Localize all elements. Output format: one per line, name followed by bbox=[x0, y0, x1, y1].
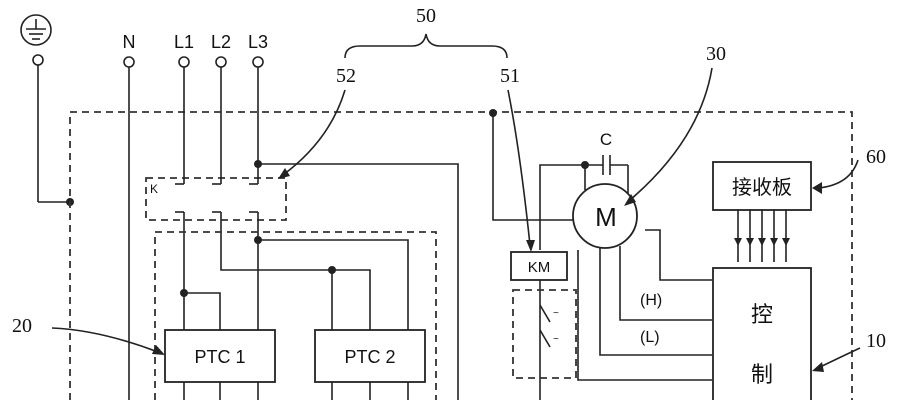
terminal-label-l1: L1 bbox=[174, 32, 194, 52]
speed-high-label: (H) bbox=[640, 292, 662, 309]
contactor-k-box bbox=[145, 177, 287, 221]
ground-icon bbox=[20, 14, 52, 46]
svg-text:~: ~ bbox=[553, 334, 559, 345]
ground-terminal bbox=[32, 54, 44, 66]
terminal-label-l2: L2 bbox=[211, 32, 231, 52]
motor-label: M bbox=[595, 202, 617, 232]
km-contacts-box bbox=[512, 289, 577, 379]
relay-km-box bbox=[510, 251, 568, 281]
ref-label-10: 10 bbox=[866, 330, 886, 352]
contactor-k-label: K bbox=[150, 182, 158, 196]
speed-low-label: (L) bbox=[640, 329, 660, 346]
ref-label-30: 30 bbox=[706, 43, 726, 65]
controller-label-top: 控 bbox=[751, 302, 773, 327]
terminal-n bbox=[123, 56, 135, 68]
ref-label-20: 20 bbox=[12, 315, 32, 337]
ref-label-50: 50 bbox=[416, 5, 436, 27]
ptc2-label: PTC 2 bbox=[344, 347, 395, 367]
signal-arrows bbox=[734, 210, 790, 262]
receiver-board-label: 接收板 bbox=[732, 176, 792, 199]
terminal-l3 bbox=[252, 56, 264, 68]
outer-enclosure bbox=[69, 111, 853, 400]
ptc1-label: PTC 1 bbox=[194, 347, 245, 367]
ptc1-box bbox=[164, 329, 276, 383]
ref-label-51: 51 bbox=[500, 65, 520, 87]
ref-label-60: 60 bbox=[866, 146, 886, 168]
controller-label-bottom: 制 bbox=[751, 362, 773, 387]
capacitor-label: C bbox=[600, 130, 612, 149]
ref-label-52: 52 bbox=[336, 65, 356, 87]
terminal-label-n: N bbox=[123, 32, 136, 52]
receiver-board-box bbox=[712, 161, 812, 211]
terminal-label-l3: L3 bbox=[248, 32, 268, 52]
brace-50 bbox=[344, 33, 508, 59]
controller-box bbox=[712, 267, 812, 400]
motor-circle bbox=[572, 183, 638, 249]
terminal-l1 bbox=[178, 56, 190, 68]
relay-km-label: KM bbox=[528, 259, 551, 276]
terminal-l2 bbox=[215, 56, 227, 68]
svg-text:~: ~ bbox=[553, 308, 559, 319]
ptc-enclosure bbox=[154, 231, 437, 400]
